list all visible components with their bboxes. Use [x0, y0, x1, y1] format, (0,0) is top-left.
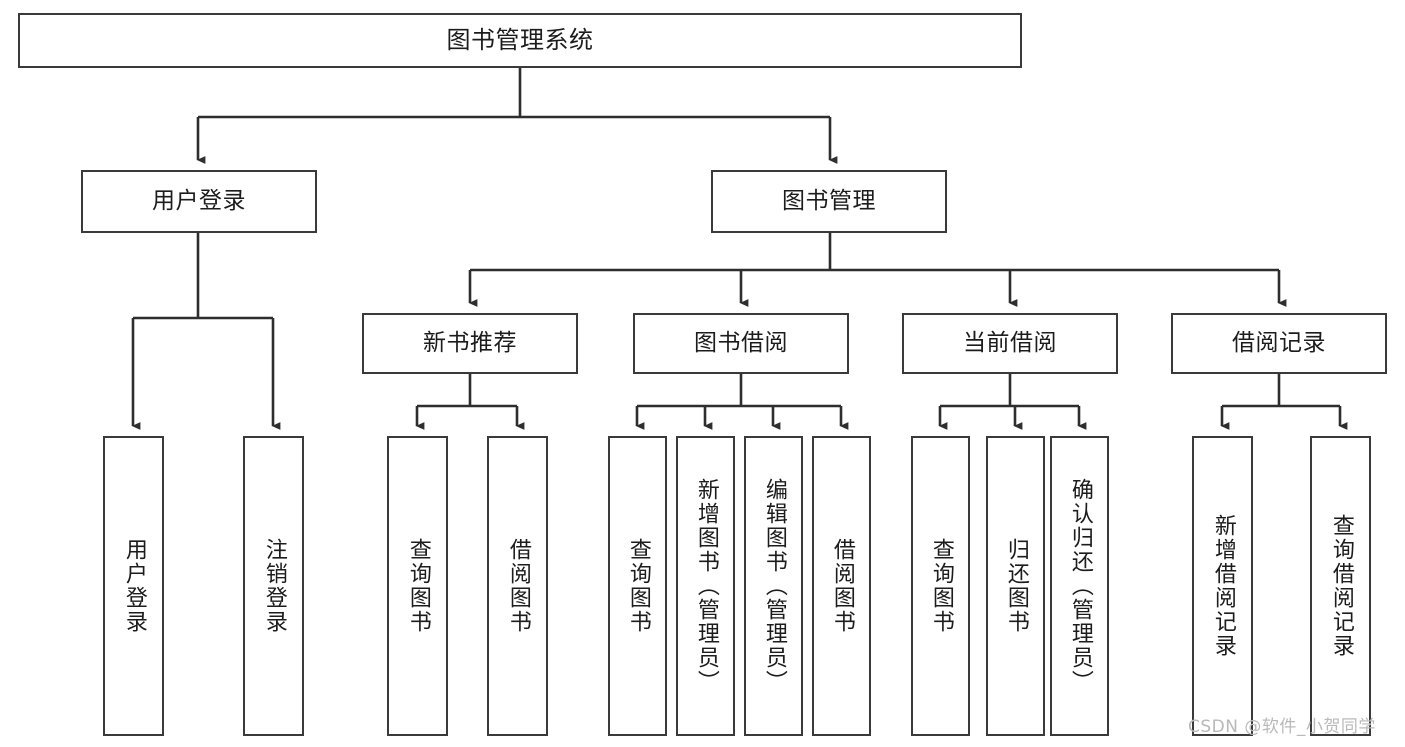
node-leaf-borrow-book-1-label: 借阅图书 [505, 538, 531, 634]
node-leaf-add-borrow-record-label: 新增借阅记录 [1210, 514, 1236, 658]
node-leaf-edit-book-admin[interactable]: 编辑图书（管理员） [744, 436, 803, 736]
node-leaf-query-book-1[interactable]: 查询图书 [387, 436, 448, 736]
node-current-borrow-label: 当前借阅 [963, 329, 1057, 356]
node-leaf-query-borrow-record-label: 查询借阅记录 [1328, 514, 1354, 658]
node-leaf-confirm-return-admin-label: 确认归还（管理员） [1067, 478, 1093, 694]
node-leaf-borrow-book-2-label: 借阅图书 [829, 538, 855, 634]
node-current-borrow[interactable]: 当前借阅 [902, 313, 1118, 374]
node-leaf-query-book-3[interactable]: 查询图书 [911, 436, 970, 736]
node-book-borrow-label: 图书借阅 [694, 329, 788, 356]
node-leaf-query-book-1-label: 查询图书 [405, 538, 431, 634]
node-leaf-borrow-book-1[interactable]: 借阅图书 [487, 436, 548, 736]
node-root-label: 图书管理系统 [446, 26, 594, 55]
node-book-manage-label: 图书管理 [782, 187, 876, 214]
node-leaf-query-borrow-record[interactable]: 查询借阅记录 [1310, 436, 1371, 736]
node-leaf-user-login[interactable]: 用户登录 [103, 436, 164, 736]
node-new-book-recommend[interactable]: 新书推荐 [362, 313, 578, 374]
node-leaf-query-book-2[interactable]: 查询图书 [608, 436, 667, 736]
node-borrow-record[interactable]: 借阅记录 [1171, 313, 1387, 374]
node-leaf-add-book-admin[interactable]: 新增图书（管理员） [676, 436, 735, 736]
node-borrow-record-label: 借阅记录 [1232, 329, 1326, 356]
node-leaf-logout-login-label: 注销登录 [261, 538, 287, 634]
node-leaf-query-book-3-label: 查询图书 [928, 538, 954, 634]
node-leaf-add-book-admin-label: 新增图书（管理员） [693, 478, 719, 694]
node-leaf-logout-login[interactable]: 注销登录 [243, 436, 304, 736]
csdn-watermark: CSDN @软件_小贺同学 [1188, 717, 1376, 737]
node-leaf-return-book[interactable]: 归还图书 [986, 436, 1045, 736]
node-user-login[interactable]: 用户登录 [81, 170, 317, 233]
node-leaf-confirm-return-admin[interactable]: 确认归还（管理员） [1050, 436, 1109, 736]
node-leaf-borrow-book-2[interactable]: 借阅图书 [812, 436, 871, 736]
node-user-login-label: 用户登录 [152, 187, 246, 214]
node-leaf-edit-book-admin-label: 编辑图书（管理员） [761, 478, 787, 694]
node-root[interactable]: 图书管理系统 [18, 13, 1022, 68]
node-leaf-add-borrow-record[interactable]: 新增借阅记录 [1192, 436, 1253, 736]
node-leaf-query-book-2-label: 查询图书 [625, 538, 651, 634]
node-book-manage[interactable]: 图书管理 [711, 170, 947, 233]
node-leaf-user-login-label: 用户登录 [121, 538, 147, 634]
node-new-book-recommend-label: 新书推荐 [423, 329, 517, 356]
node-book-borrow[interactable]: 图书借阅 [633, 313, 849, 374]
node-leaf-return-book-label: 归还图书 [1003, 538, 1029, 634]
